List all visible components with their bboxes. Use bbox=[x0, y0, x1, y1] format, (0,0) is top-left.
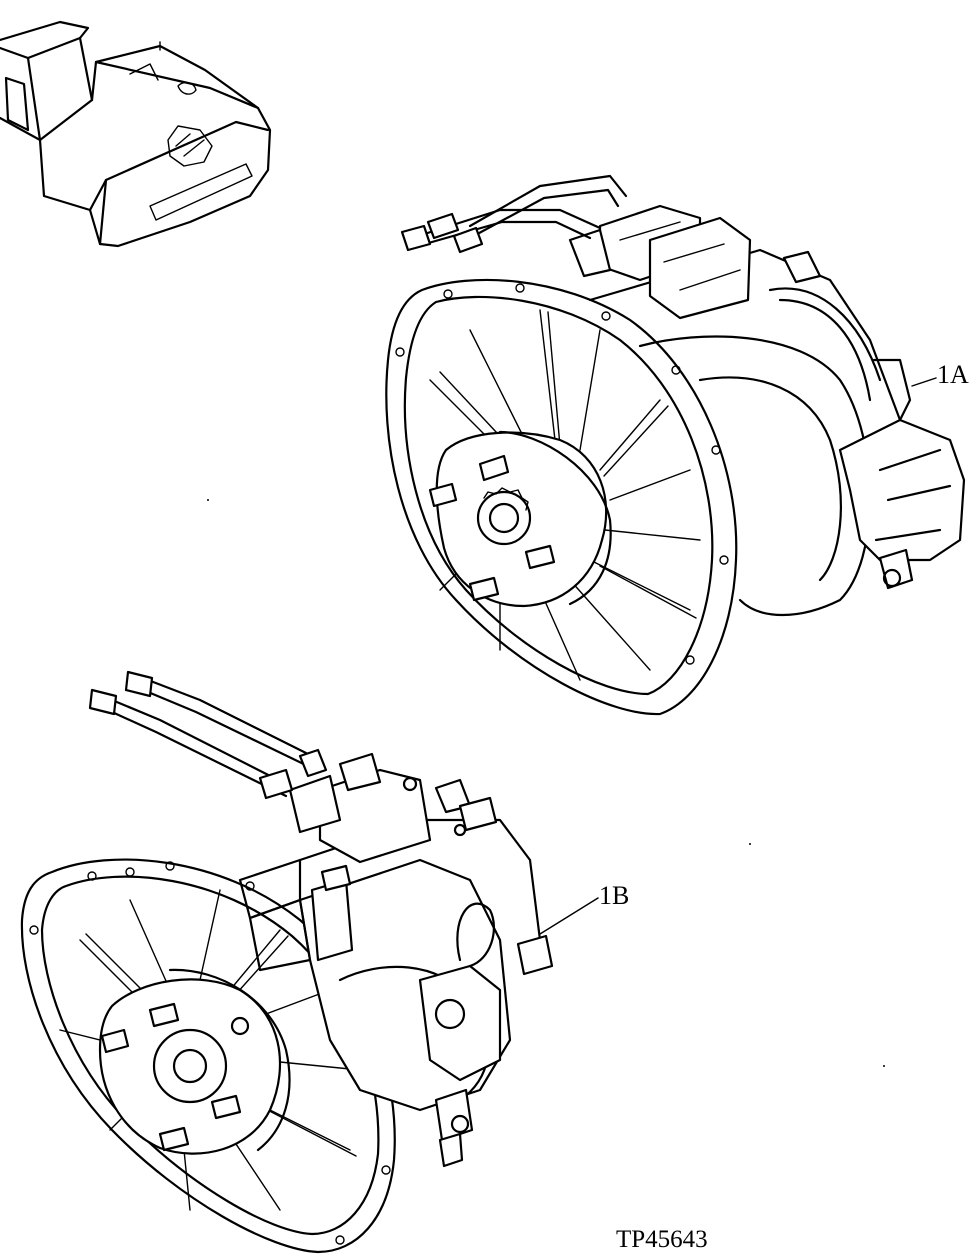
pump-1b-drawing bbox=[20, 670, 599, 1254]
pump-1a-drawing bbox=[385, 174, 966, 716]
callout-1a-label: 1A bbox=[937, 360, 969, 389]
speck-marks bbox=[207, 499, 885, 1067]
figure-id-label: TP45643 bbox=[616, 1226, 708, 1253]
excavator-locator-icon bbox=[0, 20, 272, 248]
callout-1b-label: 1B bbox=[599, 881, 630, 910]
